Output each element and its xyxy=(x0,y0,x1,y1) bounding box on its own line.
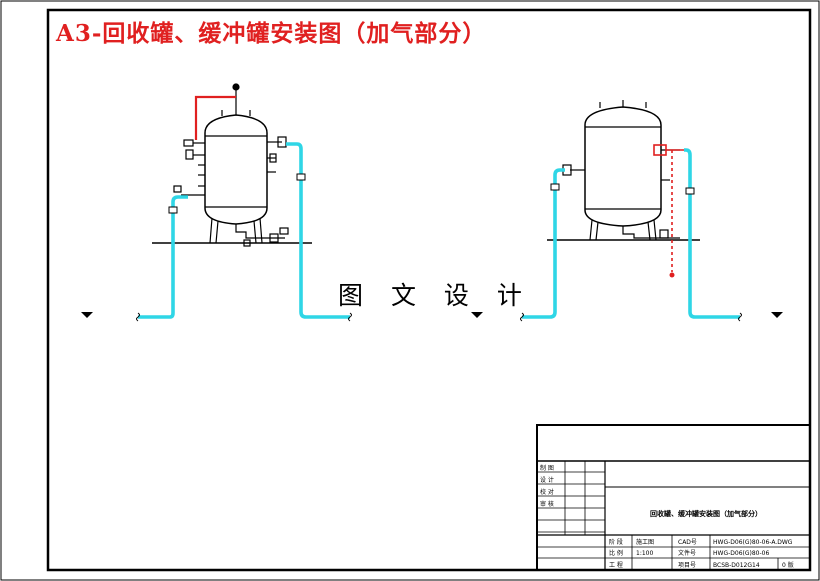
tb-sheet-value: 0 版 xyxy=(782,561,794,569)
inlet-pipe-left-tank xyxy=(138,195,188,319)
tb-label-review: 审 核 xyxy=(540,500,554,508)
drawing-frame xyxy=(46,8,812,572)
recovery-tank-assembly xyxy=(152,83,312,247)
recovery-tank-vessel xyxy=(204,114,268,225)
tb-label-drawn: 制 图 xyxy=(540,464,554,472)
buffer-tank-assembly xyxy=(547,100,700,241)
tb-cad-value: HWG-D06(G)80-06-A.DWG xyxy=(713,539,793,546)
tb-label-check: 校 对 xyxy=(540,488,554,496)
tb-scale-label: 比 例 xyxy=(609,549,623,557)
tb-file-label: 文件号 xyxy=(678,549,696,557)
tb-file-value: HWG-D06(G)80-06 xyxy=(713,550,769,557)
buffer-tank-vessel xyxy=(584,106,662,227)
tb-scale-value: 1:100 xyxy=(636,550,653,557)
tb-stage-value: 施工图 xyxy=(636,538,654,546)
elevation-marker-2 xyxy=(471,312,483,318)
top-vent-valve-left xyxy=(232,83,240,91)
tb-drawing-name: 回收罐、缓冲罐安装图（加气部分） xyxy=(650,509,762,518)
gas-line-right xyxy=(653,144,684,272)
outlet-pipe-left-tank xyxy=(286,142,350,319)
watermark-text: 图 文 设 计 xyxy=(338,281,532,310)
title-block xyxy=(536,424,811,571)
tb-stage-label: 阶 段 xyxy=(609,538,623,546)
inlet-pipe-right-tank xyxy=(522,168,565,319)
elevation-marker-1 xyxy=(81,312,93,318)
outlet-pipe-right-tank xyxy=(684,148,740,319)
tb-project-label: 工 程 xyxy=(609,561,623,569)
tb-label-design: 设 计 xyxy=(540,476,554,484)
tb-cad-label: CAD号 xyxy=(678,539,697,546)
elevation-marker-3 xyxy=(771,312,783,318)
tb-code-label: 项目号 xyxy=(678,562,696,569)
gas-drain-valve-right xyxy=(669,272,675,278)
gas-line-left xyxy=(194,95,236,140)
drawing-title: A3-回收罐、缓冲罐安装图（加气部分） xyxy=(56,20,487,47)
tb-project-value: BCSB-D012G14 xyxy=(713,562,760,569)
